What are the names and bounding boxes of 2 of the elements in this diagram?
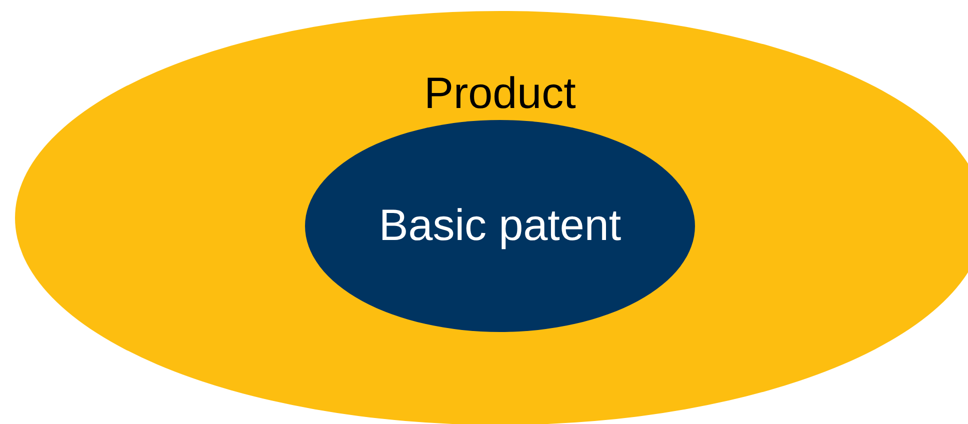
ellipse-label: Product — [424, 69, 576, 119]
ellipse-label: Basic patent — [378, 201, 622, 251]
